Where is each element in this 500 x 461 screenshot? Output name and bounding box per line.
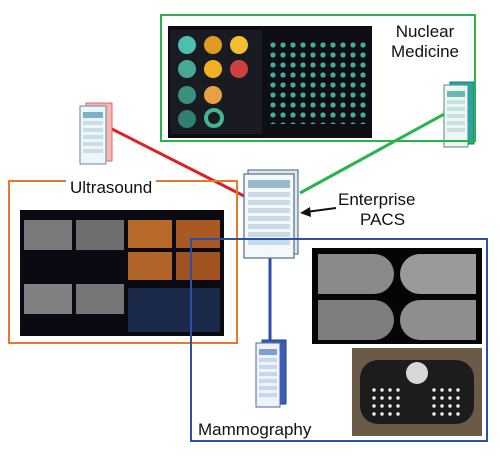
- ultrasound-link-line: [109, 126, 249, 200]
- enterprise-label-line2: PACS: [360, 210, 406, 229]
- nuclear-label-line2: Medicine: [390, 42, 460, 61]
- nuclear-left-panel: [170, 30, 262, 134]
- server-rack-icon: [443, 81, 475, 148]
- nuclear-link-line: [299, 110, 449, 195]
- mammography-frame: [190, 238, 488, 442]
- mammography-keypad-photo: [352, 348, 482, 436]
- server-rack-icon: [243, 169, 299, 259]
- nuclear-label-line1: Nuclear: [395, 22, 455, 41]
- mammography-label: Mammography: [196, 420, 314, 440]
- server-rack-icon: [255, 339, 287, 408]
- mammography-screen: [312, 248, 482, 344]
- enterprise-label-line1: Enterprise: [338, 190, 416, 209]
- nuclear-medicine-label: Nuclear Medicine: [378, 22, 472, 62]
- server-rack-icon: [79, 102, 113, 165]
- nuclear-medicine-frame: [160, 14, 476, 142]
- enterprise-pacs-label: Enterprise PACS: [338, 190, 434, 230]
- ultrasound-label: Ultrasound: [66, 178, 157, 198]
- arrow-left-icon: [300, 207, 337, 217]
- nuclear-medicine-grid-screen: [262, 26, 372, 138]
